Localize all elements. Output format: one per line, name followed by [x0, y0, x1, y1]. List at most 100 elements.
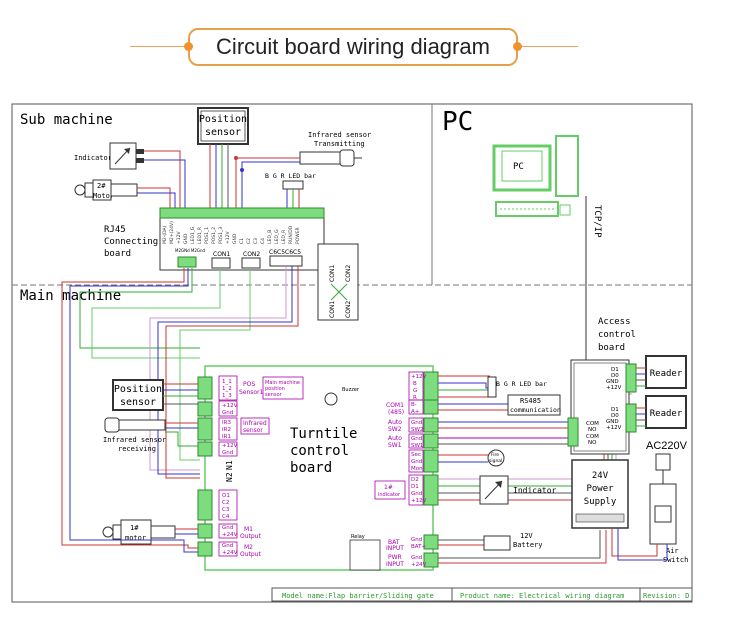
svg-text:+12V: +12V: [176, 231, 182, 244]
svg-text:SW2: SW2: [411, 427, 423, 433]
fire-signal: [487, 449, 505, 467]
svg-text:control: control: [598, 330, 636, 340]
air-switch: [649, 483, 677, 545]
sub-motor-num: 2#: [97, 182, 106, 190]
svg-text:B: B: [413, 381, 417, 387]
access-reader2-terminal: [625, 403, 637, 433]
svg-text:Gnd: Gnd: [411, 491, 422, 497]
svg-text:1#: 1#: [384, 484, 393, 491]
right-pin-labels: +12V B G R B- A+ Gnd SW2 Gnd SW1 Sec Gnd…: [411, 374, 427, 504]
svg-text:LED_B: LED_B: [267, 230, 273, 244]
con2-label: CON2: [243, 251, 260, 258]
svg-text:RS485: RS485: [520, 397, 541, 405]
svg-text:M2+(24V): M2+(24V): [169, 221, 175, 244]
sub-machine-label: Sub machine: [20, 112, 113, 128]
rj45-line2: Connecting: [104, 237, 158, 247]
main-motor-wires: [120, 528, 198, 553]
main-led-bar-box: [487, 376, 497, 398]
svg-text:POS1_2: POS1_2: [211, 227, 217, 244]
con-group: [269, 255, 303, 267]
svg-text:+12V: +12V: [606, 385, 622, 391]
ir-tx-line2: Transmitting: [314, 140, 365, 148]
svg-text:C3: C3: [253, 238, 259, 244]
turntile-board: [204, 365, 434, 571]
svg-text:Access: Access: [598, 317, 631, 327]
reader-wires: [636, 367, 646, 427]
svg-text:Gnd: Gnd: [411, 436, 422, 442]
pos-label-2: Sensor1: [239, 389, 264, 396]
tcpip-label: TCP/IP: [592, 205, 602, 238]
svg-text:Switch: Switch: [663, 556, 688, 564]
svg-text:+12V: +12V: [222, 403, 238, 409]
left-bracket-boxes: [218, 375, 238, 557]
svg-text:SW1: SW1: [411, 443, 423, 449]
right-terminal-blocks: [423, 371, 439, 568]
main-pos-wires: [163, 383, 198, 405]
svg-text:indicator: indicator: [378, 492, 401, 498]
reader-1: Reader: [645, 355, 687, 389]
svg-text:+24V: +24V: [222, 532, 238, 538]
con-small-label: M2GNd M2Gnd: [175, 248, 206, 253]
svg-text:SW1: SW1: [388, 442, 402, 449]
svg-text:LED1_R: LED1_R: [197, 227, 203, 244]
n2-label: N2: [225, 472, 234, 482]
rj45-line1: RJ45: [104, 225, 126, 235]
svg-text:1_2: 1_2: [222, 386, 232, 392]
main-position-sensor: Position sensor: [112, 379, 164, 411]
svg-text:NO: NO: [588, 440, 597, 446]
svg-text:GND: GND: [606, 419, 619, 425]
sub-indicator-label: Indicator: [74, 154, 112, 162]
main-long-wires: [61, 266, 299, 546]
footer-revision: Revision: D: [643, 592, 689, 600]
svg-text:+12V: +12V: [411, 498, 427, 504]
con-small: [177, 256, 197, 268]
svg-text:COM: COM: [586, 421, 599, 427]
svg-text:+24V: +24V: [411, 562, 427, 568]
con2: [241, 257, 261, 269]
diagram-frame: [11, 103, 693, 603]
svg-text:Supply: Supply: [584, 497, 617, 507]
svg-text:Auto: Auto: [388, 419, 402, 426]
svg-text:1_1: 1_1: [222, 379, 232, 385]
svg-text:C1: C1: [239, 238, 245, 244]
relay: [349, 539, 381, 571]
board-line2: control: [290, 443, 349, 459]
bottom-right-pins: Gnd BAT+ Gnd +24V: [411, 537, 427, 568]
ir-rx-line1: Infrared sensor: [103, 436, 166, 444]
access-reader1-terminal: [625, 363, 637, 393]
svg-text:C3: C3: [222, 507, 230, 513]
svg-text:Air: Air: [666, 547, 679, 555]
svg-text:GND: GND: [232, 233, 238, 244]
ir-tx-sensor: [299, 149, 362, 167]
board-line3: board: [290, 460, 332, 476]
main-machine-label: Main machine: [20, 288, 121, 304]
svg-text:Position: Position: [114, 384, 162, 395]
footer-product: Product name: Electrical wiring diagram: [460, 592, 624, 600]
svg-text:Reader: Reader: [650, 369, 683, 379]
svg-text:Infrared: Infrared: [243, 420, 267, 427]
footer-bar: [271, 587, 693, 602]
svg-text:Gnd: Gnd: [222, 543, 233, 549]
pc-illustration: PC: [492, 135, 579, 217]
left-pin-labels: 1_1 1_2 1_3 +12V Gnd IR3 IR2 IR1 +12V Gn…: [222, 379, 238, 556]
svg-text:motor: motor: [125, 534, 146, 542]
svg-text:O1: O1: [222, 493, 230, 499]
reader-2: Reader: [645, 395, 687, 429]
svg-text:GND: GND: [183, 233, 189, 244]
sub-indicator-icon: [109, 142, 144, 170]
con1-label: CON1: [213, 251, 230, 258]
main-indicator-icon: [479, 475, 509, 505]
svg-text:CON2: CON2: [345, 265, 352, 282]
con-group-label: C6C5C6C5: [269, 249, 301, 256]
sub-motor-label: Motor: [93, 192, 114, 200]
rj45-line3: board: [104, 249, 131, 259]
battery: [483, 535, 511, 551]
rs485-box: [507, 394, 561, 416]
left-terminal-blocks: [197, 376, 213, 557]
page-title: Circuit board wiring diagram: [216, 34, 490, 59]
svg-text:Output: Output: [240, 551, 261, 558]
ac-wires: [611, 528, 668, 561]
svg-text:Auto: Auto: [388, 435, 402, 442]
svg-text:D0: D0: [611, 413, 619, 419]
